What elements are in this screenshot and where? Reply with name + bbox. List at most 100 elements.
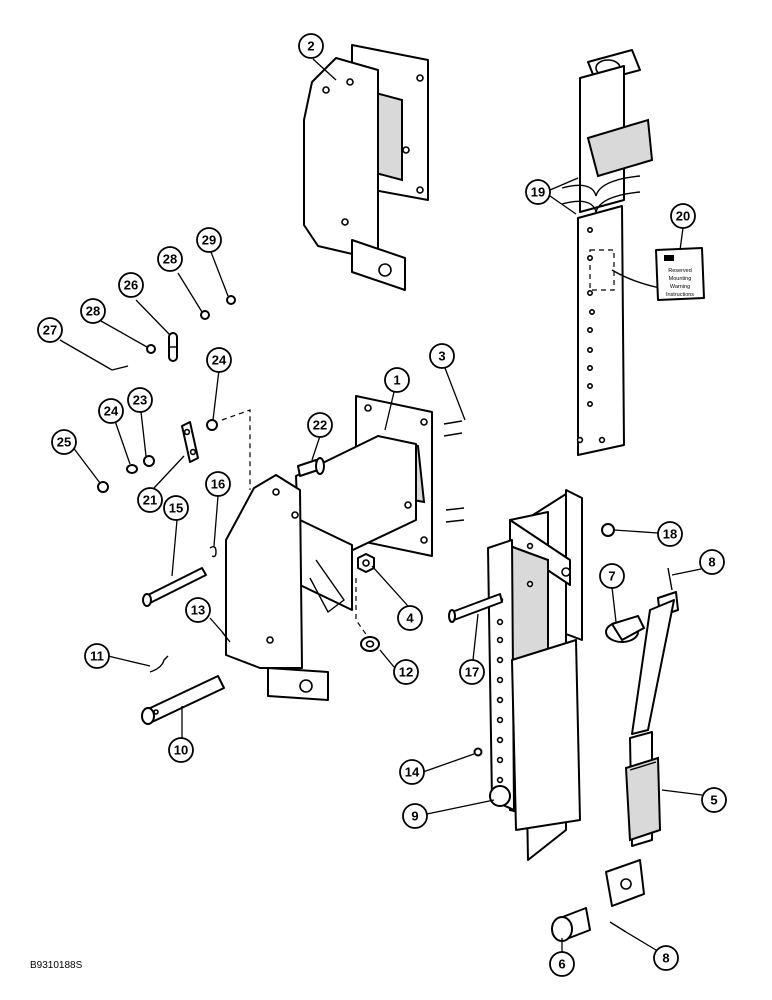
part-28-washer-left [146,344,156,354]
svg-text:13: 13 [191,603,205,618]
part-1-main-bracket [225,395,433,701]
callout-16: 16 [205,471,231,497]
callout-11: 11 [84,643,110,669]
svg-text:29: 29 [202,233,216,248]
svg-text:18: 18 [663,527,677,542]
part-8-cotter-lower [609,921,627,933]
callout-8-lower: 8 [653,945,679,971]
part-25-nut [97,481,109,493]
assembly-line-12 [355,578,371,641]
decal-line-3: Warning [670,284,690,290]
part-3-u-bolt [443,417,523,523]
svg-text:7: 7 [608,569,615,584]
callout-10: 10 [168,737,194,763]
callout-29: 29 [196,227,222,253]
decal-line-1: Reserved [668,268,692,274]
callout-18: 18 [657,521,683,547]
part-7-pin [605,615,645,643]
svg-text:8: 8 [662,951,669,966]
part-10-pin [141,675,225,725]
part-9-slide-tube [487,489,583,861]
assembly-line-24 [221,409,251,490]
svg-text:2: 2 [307,39,314,54]
part-18-nut [601,523,615,537]
callout-24-upper: 24 [206,347,232,373]
svg-text:17: 17 [465,665,479,680]
svg-text:10: 10 [174,743,188,758]
svg-text:9: 9 [411,809,418,824]
svg-text:24: 24 [104,404,119,419]
callout-7: 7 [599,563,625,589]
svg-text:15: 15 [169,501,183,516]
svg-text:11: 11 [90,649,104,664]
part-29-nut [226,295,236,305]
svg-text:8: 8 [708,555,715,570]
part-28-washer-right [200,310,210,320]
part-27-bolt [111,365,129,371]
svg-text:19: 19 [531,185,545,200]
svg-text:14: 14 [405,765,420,780]
tube-19-holes [586,227,595,407]
callout-27: 27 [37,317,63,343]
decal-line-2: Mounting [669,276,692,282]
drawing-code: B9310188S [30,960,83,971]
svg-text:24: 24 [212,353,227,368]
callout-6: 6 [549,951,575,977]
part-16-clip [209,545,217,558]
callout-13: 13 [185,597,211,623]
part-6-pin [551,907,591,942]
part-5-jack-cylinder [605,591,679,907]
callout-26: 26 [118,272,144,298]
svg-text:25: 25 [57,435,71,450]
part-12-washer [360,636,380,652]
callout-28-right: 28 [157,246,183,272]
svg-text:20: 20 [676,209,690,224]
callout-8-upper: 8 [699,549,725,575]
part-26-chain [168,332,178,362]
part-15-pin [142,567,207,607]
svg-text:27: 27 [43,323,57,338]
part-24-washer-lower [126,464,138,474]
part-24-washer-upper [206,419,218,431]
callout-2: 2 [298,33,324,59]
callout-15: 15 [163,495,189,521]
part-14-nut [473,747,483,757]
svg-text:4: 4 [406,611,414,626]
part-4-nut [357,553,375,573]
callout-19: 19 [525,179,551,205]
svg-text:5: 5 [710,793,717,808]
part-17-bolt [448,593,503,623]
svg-text:6: 6 [558,957,565,972]
leader-lines [59,58,703,952]
part-20-decal: Reserved Mounting Warning Instructions [655,247,705,301]
svg-text:23: 23 [133,393,147,408]
callout-5: 5 [701,787,727,813]
callout-14: 14 [399,759,425,785]
callout-3: 3 [429,343,455,369]
part-11-clip [149,655,169,673]
callout-4: 4 [397,605,423,631]
svg-text:3: 3 [438,349,445,364]
callout-22: 22 [307,412,333,438]
callout-17: 17 [459,659,485,685]
svg-text:1: 1 [393,373,400,388]
callout-20: 20 [670,203,696,229]
svg-text:28: 28 [163,252,177,267]
decal-line-4: Instructions [666,292,694,298]
part-2-upper-bracket [303,44,429,291]
svg-text:21: 21 [143,493,157,508]
callout-28-left: 28 [80,298,106,324]
callout-1: 1 [384,367,410,393]
callout-23: 23 [127,387,153,413]
part-22-bolt [297,457,325,477]
part-8-cotter-upper [667,567,673,591]
callout-25: 25 [51,429,77,455]
svg-text:12: 12 [399,665,413,680]
svg-text:22: 22 [313,418,327,433]
callout-24-lower: 24 [98,398,124,424]
callout-9: 9 [402,803,428,829]
callout-12: 12 [393,659,419,685]
part-23-nut [143,455,155,467]
part-19-upper-tube [561,49,661,456]
